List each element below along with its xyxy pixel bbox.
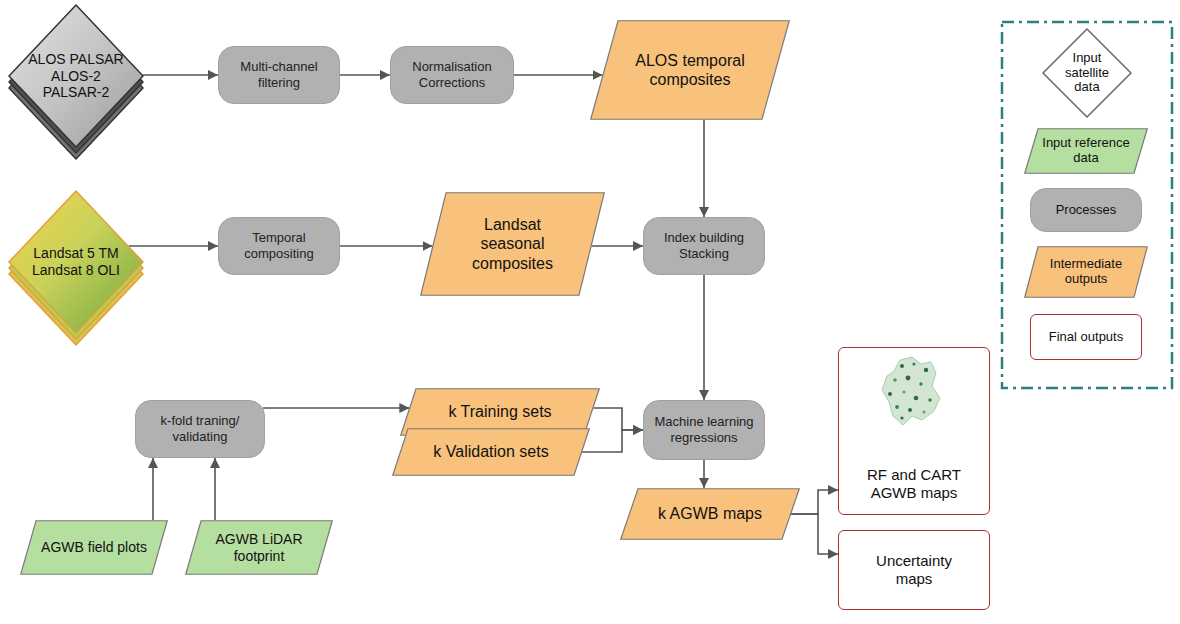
node-label: k Training sets — [418, 402, 582, 421]
satellite-data-stack: Landsat 5 TM Landsat 8 OLI — [8, 190, 144, 346]
map-speck — [900, 416, 903, 419]
node-label: RF and CART AGWB maps — [850, 466, 978, 502]
process-box: k-fold traning/ validating — [135, 400, 265, 458]
map-speck — [902, 390, 905, 393]
reference-data: AGWB field plots — [20, 520, 168, 575]
map-speck — [928, 398, 932, 402]
legend-frame — [1002, 22, 1172, 388]
map-speck — [893, 378, 897, 382]
node-label: Landsat 5 TM Landsat 8 OLI — [20, 245, 132, 279]
diamond-outline — [1043, 29, 1131, 117]
connector-arrow — [263, 407, 409, 409]
legend-swatch: Intermediate outputs — [1024, 246, 1148, 298]
connector-arrow — [592, 245, 644, 247]
intermediate-output: k AGWB maps — [620, 488, 800, 540]
connector-arrow — [514, 74, 603, 76]
parallelogram-outline — [21, 521, 168, 575]
map-speck — [906, 376, 911, 381]
map-speck — [923, 411, 926, 414]
satellite-image-layer — [9, 5, 143, 147]
parallelogram-outline — [1025, 129, 1148, 174]
process-box: Temporal compositing — [218, 217, 340, 275]
node-label: ALOS temporal composites — [614, 51, 766, 89]
legend-label: Final outputs — [1038, 330, 1134, 345]
node-label: k Validation sets — [410, 442, 572, 461]
map-speck — [895, 405, 899, 409]
legend-swatch: Input reference data — [1024, 128, 1148, 174]
node-label: Normalisation Corrections — [398, 59, 506, 90]
legend-label: Processes — [1038, 203, 1134, 218]
node-label: Index building Stacking — [651, 230, 757, 261]
parallelogram-outline — [393, 429, 590, 476]
connector-arrow — [582, 430, 643, 452]
node-label: Uncertainty maps — [864, 552, 964, 588]
node-label: k AGWB maps — [639, 504, 781, 523]
satellite-image-layer — [9, 191, 143, 333]
node-label: AGWB LiDAR footprint — [203, 531, 315, 565]
legend-swatch: Processes — [1030, 188, 1142, 232]
final-output: RF and CART AGWB maps — [838, 347, 990, 515]
connector-arrow — [143, 74, 218, 76]
node-label: Machine learning regressions — [651, 414, 757, 445]
connector-arrow — [791, 514, 838, 554]
legend-label: Input reference data — [1040, 136, 1132, 166]
node-label: k-fold traning/ validating — [144, 413, 256, 444]
legend-swatch: Final outputs — [1030, 314, 1142, 360]
node-label: Multi-channel filtering — [226, 59, 332, 90]
map-speck — [912, 362, 915, 365]
parallelogram-outline — [1025, 247, 1148, 298]
connector-arrow — [214, 458, 216, 520]
map-speck — [888, 392, 892, 396]
reference-data: AGWB LiDAR footprint — [185, 520, 333, 575]
map-speck — [900, 364, 904, 368]
connector-arrow — [129, 245, 218, 247]
map-speck — [914, 396, 919, 401]
map-speck — [919, 382, 922, 385]
map-speck — [908, 408, 912, 412]
node-label: AGWB field plots — [38, 539, 150, 556]
connector-arrow — [152, 458, 154, 520]
parallelogram-outline — [421, 193, 605, 296]
process-box: Multi-channel filtering — [218, 46, 340, 104]
forest-map-thumbnail — [882, 357, 940, 425]
connector-arrow — [703, 275, 705, 400]
process-box: Normalisation Corrections — [390, 46, 514, 104]
node-label: Temporal compositing — [226, 230, 332, 261]
intermediate-output: ALOS temporal composites — [590, 20, 790, 120]
parallelogram-shape — [590, 20, 790, 120]
legend-label: Intermediate outputs — [1040, 257, 1132, 287]
connector-arrow — [703, 460, 705, 488]
node-label: Landsat seasonal composites — [463, 215, 563, 273]
map-outline — [882, 357, 940, 425]
final-output: Uncertainty maps — [838, 530, 990, 610]
parallelogram-outline — [186, 521, 333, 575]
parallelogram-outline — [591, 21, 790, 120]
legend-swatch: Input satellite data — [1042, 28, 1132, 118]
satellite-data-stack: ALOS PALSAR ALOS-2 PALSAR-2 — [8, 4, 144, 160]
connector-arrow — [593, 408, 643, 430]
connector-arrow — [340, 245, 433, 247]
connector-arrow — [340, 74, 390, 76]
node-label: ALOS PALSAR ALOS-2 PALSAR-2 — [24, 51, 128, 101]
intermediate-output: Landsat seasonal composites — [420, 192, 605, 296]
parallelogram-outline — [621, 489, 800, 540]
connector-arrow — [703, 120, 705, 217]
legend-label: Input satellite data — [1058, 51, 1116, 96]
map-speck — [924, 368, 928, 372]
intermediate-output: k Validation sets — [392, 428, 590, 476]
process-box: Index building Stacking — [643, 217, 765, 275]
process-box: Machine learning regressions — [643, 400, 765, 460]
